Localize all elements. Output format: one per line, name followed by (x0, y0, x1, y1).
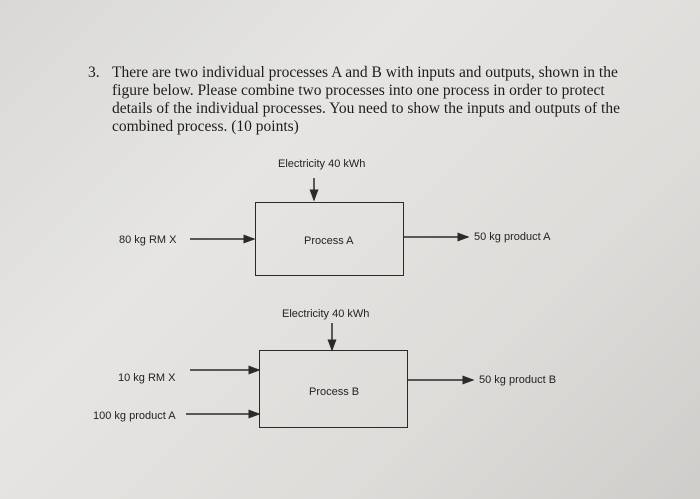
input-rmx-b-label: 10 kg RM X (118, 372, 176, 384)
problem-line: details of the individual processes. You… (112, 100, 620, 117)
output-product-b-label: 50 kg product B (479, 374, 557, 386)
process-a-label: Process A (304, 235, 354, 247)
electricity-b-label: Electricity 40 kWh (282, 308, 370, 320)
problem-statement: 3. There are two individual processes A … (88, 64, 658, 136)
output-product-a-label: 50 kg product A (474, 231, 551, 243)
problem-text: There are two individual processes A and… (112, 64, 658, 136)
problem-line: figure below. Please combine two process… (112, 82, 605, 99)
process-a-box: Process A (255, 202, 404, 276)
problem-line: There are two individual processes A and… (112, 64, 618, 81)
problem-number: 3. (88, 64, 100, 81)
process-b-label: Process B (309, 386, 360, 398)
problem-line: combined process. (10 points) (112, 118, 299, 135)
input-rmx-a-label: 80 kg RM X (119, 234, 177, 246)
electricity-a-label: Electricity 40 kWh (278, 158, 366, 170)
process-b-box: Process B (259, 350, 408, 428)
input-product-a-b-label: 100 kg product A (93, 410, 176, 422)
